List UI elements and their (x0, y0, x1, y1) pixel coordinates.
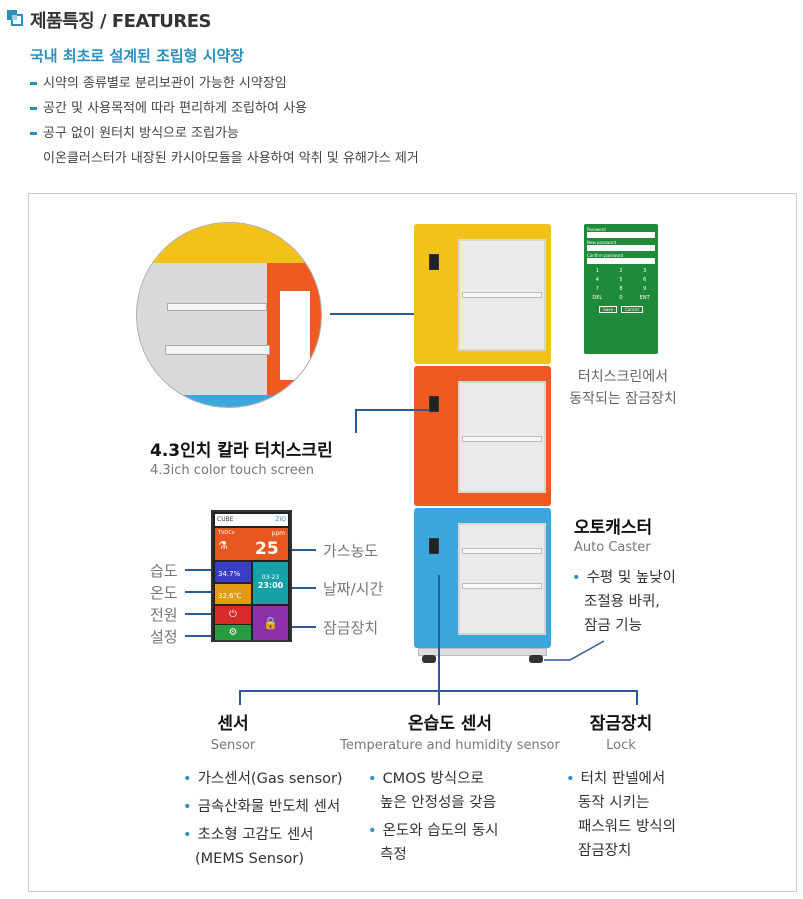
connector-line (355, 409, 357, 433)
dash-icon (30, 107, 37, 110)
dash-icon (30, 82, 37, 85)
datetime-label: 날짜/시간 (323, 580, 384, 598)
auto-caster-title: 오토캐스터 (574, 518, 653, 538)
key-0[interactable]: 0 (619, 295, 623, 301)
touch-screen-sub: 4.3ich color touch screen (150, 463, 314, 478)
sensor-column: 잠금장치 Lock •터치 판넬에서 동작 시키는 패스워드 방식의 잠금장치 (566, 714, 676, 859)
humidity-tile: 34.7% (215, 562, 251, 582)
cabinet-blue (414, 508, 551, 648)
gas-label: 가스농도 (323, 542, 379, 560)
panel-brand: CUBE (217, 516, 234, 523)
key-2[interactable]: 2 (619, 268, 623, 274)
lock-label: 잠금장치 (323, 619, 379, 637)
connector-line (330, 313, 468, 315)
caster-wheel (422, 655, 436, 663)
connector-line (239, 690, 637, 692)
key-5[interactable]: 5 (619, 277, 623, 283)
feature-item: 시약의 종류별로 분리보관이 가능한 시약장임 (30, 72, 287, 91)
gas-value: 25 (255, 539, 279, 559)
key-del[interactable]: DEL (592, 295, 603, 301)
connector-line (185, 591, 211, 593)
auto-caster-sub: Auto Caster (574, 540, 651, 555)
touch-screen-title: 4.3인치 칼라 터치스크린 (150, 441, 333, 461)
password-keypad: Password New password Confirm password 1… (584, 224, 658, 354)
feature-icon (7, 10, 23, 26)
datetime-tile: 03-23 23:00 (253, 562, 288, 604)
save-button[interactable]: Save (599, 306, 618, 313)
humidity-label: 습도 (150, 562, 178, 580)
new-password-field[interactable] (587, 245, 655, 251)
feature-item: 공구 없이 원터치 방식으로 조립가능 (30, 122, 239, 141)
connector-line (292, 549, 316, 551)
lock-button[interactable]: 🔒 (253, 606, 288, 640)
control-panel: CUBE ZIO TVOCs ppm ⚗ 25 34.7% 32.6℃ 03-2… (211, 510, 292, 642)
connector-line (185, 569, 211, 571)
caster-pointer-line (544, 640, 605, 661)
cabinet-orange (414, 366, 551, 506)
connector-line (292, 626, 316, 628)
connector-line (292, 587, 316, 589)
key-9[interactable]: 9 (643, 286, 647, 292)
page-title: 제품특징 / FEATURES (30, 11, 212, 32)
password-field[interactable] (587, 232, 655, 238)
power-label: 전원 (150, 606, 178, 624)
diagram-frame (28, 193, 797, 892)
drawer-zoom-image (136, 222, 322, 408)
key-1[interactable]: 1 (595, 268, 599, 274)
connector-line (636, 690, 638, 705)
connector-line (438, 575, 440, 705)
sensor-column: 온습도 센서 Temperature and humidity sensor •… (340, 714, 560, 863)
confirm-password-field[interactable] (587, 258, 655, 264)
gear-icon: ⚙ (228, 627, 238, 638)
key-3[interactable]: 3 (643, 268, 647, 274)
flask-icon: ⚗ (218, 539, 228, 552)
key-4[interactable]: 4 (595, 277, 599, 283)
auto-caster-bullets: •수평 및 높낮이 조절용 바퀴, 잠금 기능 (572, 570, 676, 634)
key-ent[interactable]: ENT (639, 295, 650, 301)
connector-line (185, 613, 211, 615)
cancel-button[interactable]: Cancel (621, 306, 643, 313)
temperature-tile: 32.6℃ (215, 584, 251, 604)
cabinet-yellow (414, 224, 551, 364)
key-6[interactable]: 6 (643, 277, 647, 283)
lock-caption: 터치스크린에서 동작되는 잠금장치 (569, 369, 677, 407)
feature-item: 공간 및 사용목적에 따라 편리하게 조립하여 사용 (30, 97, 307, 116)
panel-logo: ZIO (275, 516, 286, 523)
key-7[interactable]: 7 (595, 286, 599, 292)
connector-line (355, 409, 430, 411)
settings-label: 설정 (150, 628, 178, 646)
settings-button[interactable]: ⚙ (215, 625, 251, 640)
gas-tile: TVOCs ppm ⚗ 25 (215, 528, 288, 560)
feature-note: 이온클러스터가 내장된 카시아모듈을 사용하여 악취 및 유해가스 제거 (43, 151, 419, 166)
temperature-label: 온도 (150, 584, 178, 602)
dash-icon (30, 132, 37, 135)
touch-display (429, 538, 439, 554)
power-button[interactable]: ⏻ (215, 606, 251, 624)
touch-display (429, 396, 439, 412)
sensor-column: 센서 Sensor •가스센서(Gas sensor) •금속산화물 반도체 센… (183, 714, 343, 867)
caster-wheel (529, 655, 543, 663)
cabinet-base (418, 648, 547, 656)
power-icon: ⏻ (229, 609, 237, 620)
lock-icon: 🔒 (263, 616, 278, 630)
connector-line (239, 690, 241, 705)
key-8[interactable]: 8 (619, 286, 623, 292)
touch-display (429, 254, 439, 270)
connector-line (185, 635, 211, 637)
product-subtitle: 국내 최초로 설계된 조립형 시약장 (30, 47, 245, 65)
